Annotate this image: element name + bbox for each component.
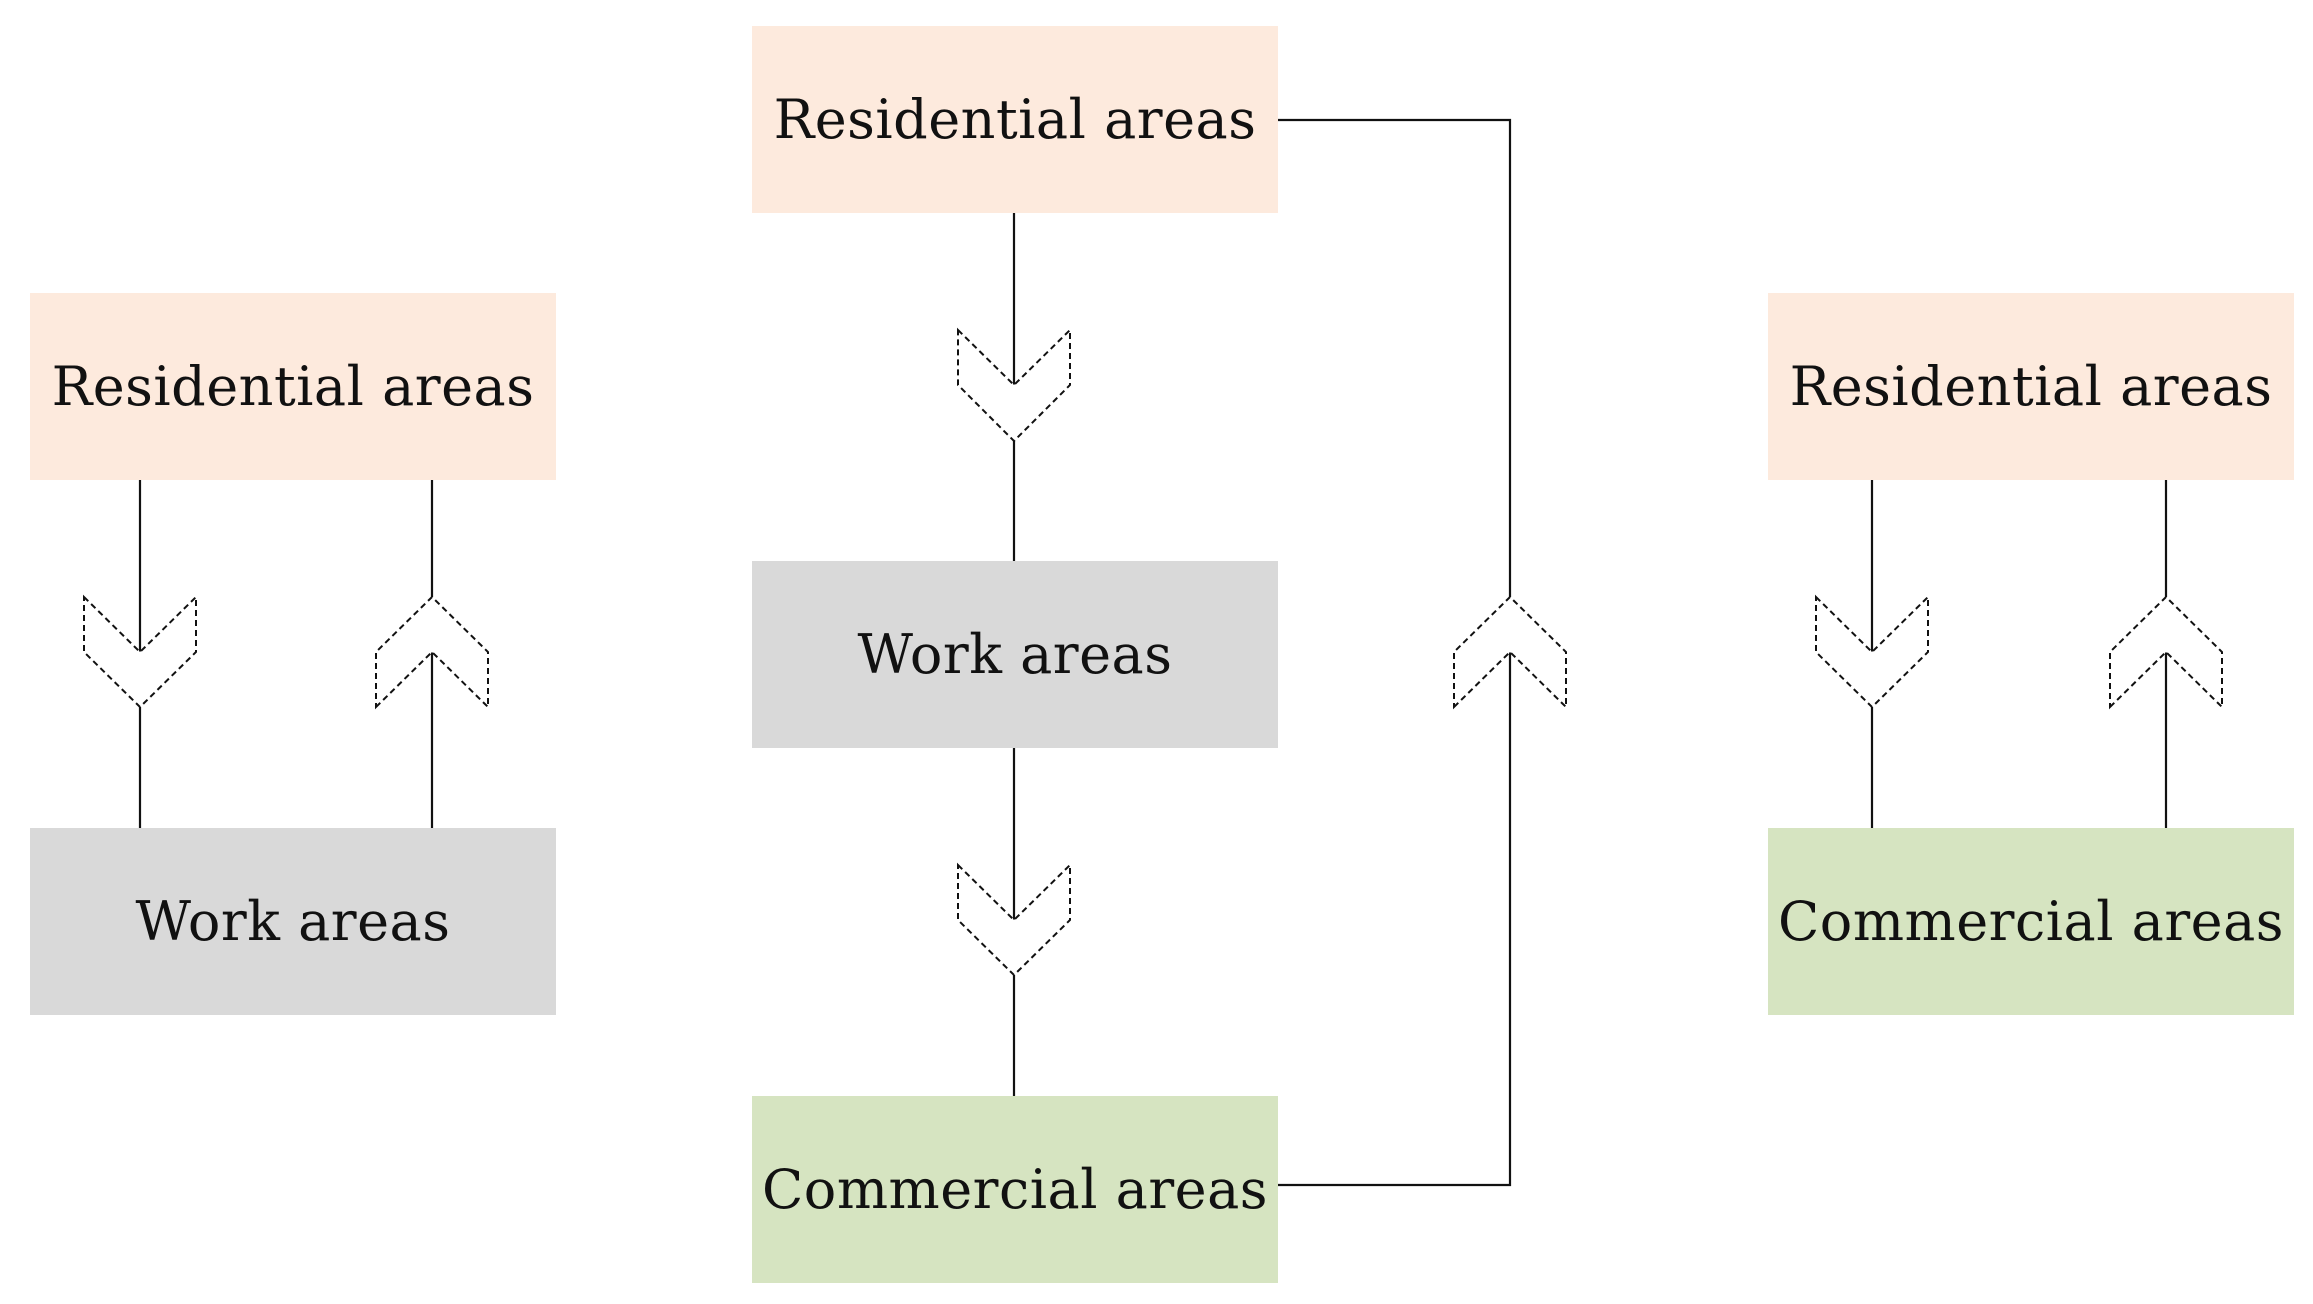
center-loop-line-top [1278, 118, 1512, 597]
center-residential-areas-box: Residential areas [752, 26, 1278, 213]
center-commercial-areas-box: Commercial areas [752, 1096, 1278, 1283]
chevron-up-icon [1453, 595, 1567, 710]
box-label: Residential areas [1789, 355, 2273, 418]
chevron-down-icon [1815, 594, 1929, 709]
box-label: Residential areas [51, 355, 535, 418]
chevron-down-icon [957, 327, 1071, 443]
right-commercial-areas-box: Commercial areas [1768, 828, 2294, 1015]
box-label: Commercial areas [1777, 890, 2285, 953]
left-work-areas-box: Work areas [30, 828, 556, 1015]
chevron-down-icon [957, 862, 1071, 977]
chevron-up-icon [375, 595, 489, 710]
box-label: Work areas [857, 623, 1173, 686]
left-residential-areas-box: Residential areas [30, 293, 556, 480]
center-loop-line [1278, 652, 1512, 1187]
box-label: Residential areas [773, 88, 1257, 151]
box-label: Commercial areas [761, 1158, 1269, 1221]
center-work-areas-box: Work areas [752, 561, 1278, 748]
chevron-down-icon [83, 594, 197, 709]
right-residential-areas-box: Residential areas [1768, 293, 2294, 480]
chevron-up-icon [2109, 595, 2223, 710]
box-label: Work areas [135, 890, 451, 953]
